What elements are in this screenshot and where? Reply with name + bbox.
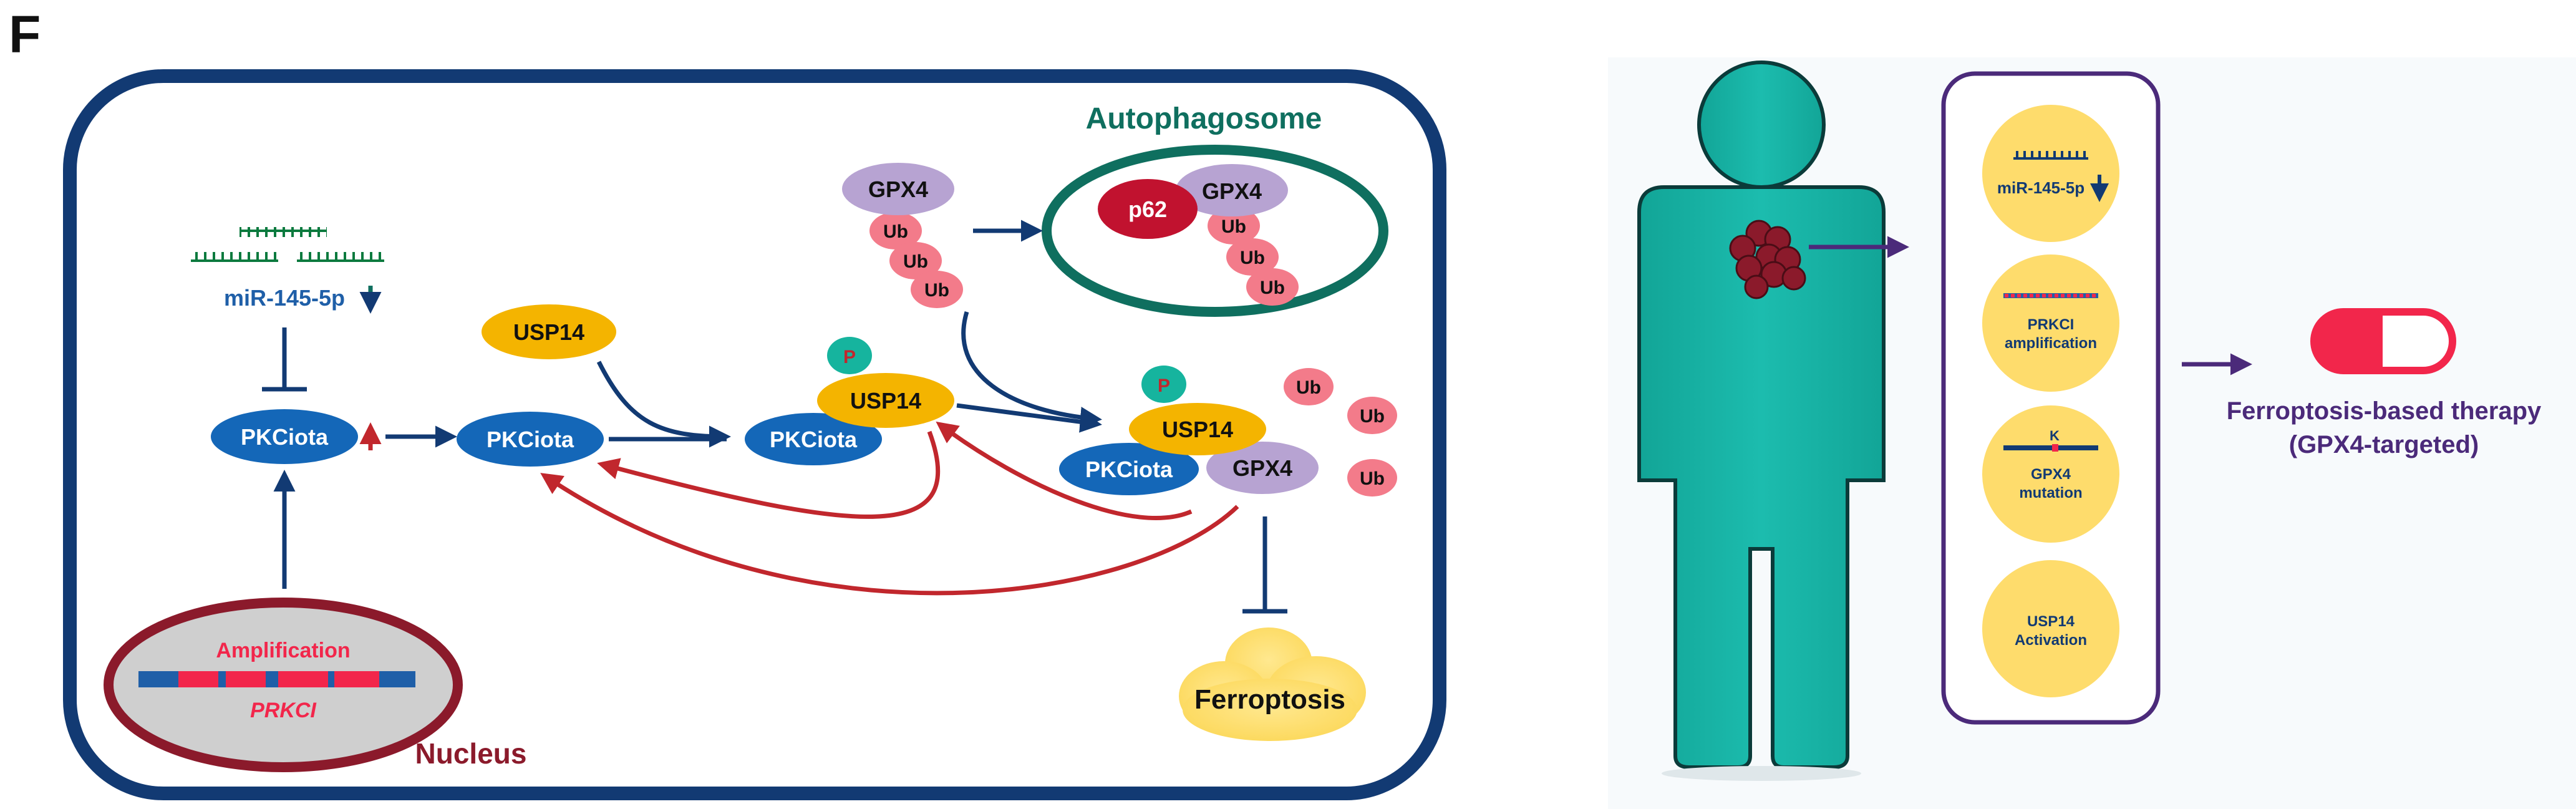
therapy-line1: Ferroptosis-based therapy bbox=[2227, 397, 2542, 425]
mutation-site-label: K bbox=[2050, 428, 2060, 443]
ferroptosis-cloud bbox=[1179, 627, 1366, 741]
therapy-line2: (GPX4-targeted) bbox=[2289, 431, 2479, 458]
svg-text:Ub: Ub bbox=[1221, 216, 1246, 237]
mirna-strand-1 bbox=[240, 227, 327, 237]
figure-shadow bbox=[1662, 766, 1861, 781]
pkciota-2 bbox=[457, 412, 604, 467]
phospho-1-label: P bbox=[843, 347, 856, 367]
biomarker-mirna-label: miR-145-5p bbox=[1997, 178, 2085, 197]
svg-text:Ub: Ub bbox=[1240, 248, 1265, 268]
svg-text:Ub: Ub bbox=[1260, 278, 1285, 298]
mirna-strand-2 bbox=[191, 252, 278, 262]
feedback-arrow-2 bbox=[936, 421, 1193, 521]
phospho-1 bbox=[827, 337, 872, 374]
nucleus-label: Nucleus bbox=[415, 737, 527, 770]
biomarker-usp14 bbox=[1982, 560, 2119, 697]
mirna-group: miR-145-5p bbox=[191, 227, 384, 314]
svg-text:Ub: Ub bbox=[1296, 377, 1321, 398]
pkciota-1 bbox=[211, 409, 358, 464]
panel-letter: F bbox=[9, 5, 41, 64]
biomarker-prkci bbox=[1982, 254, 2119, 392]
amplification-label: Amplification bbox=[216, 639, 350, 662]
gpx4-complex-label: GPX4 bbox=[1232, 455, 1292, 481]
ferroptosis-inhibition bbox=[1242, 516, 1287, 614]
mutation-site-mark bbox=[2052, 444, 2058, 452]
arrow-gpx4-recruit bbox=[961, 311, 1102, 429]
mirna-inhibition bbox=[262, 327, 307, 392]
ub-chain-autophagosome: Ub Ub Ub bbox=[1208, 207, 1299, 306]
svg-text:Ub: Ub bbox=[1360, 406, 1385, 427]
biomarker-prkci-line2: amplification bbox=[2005, 335, 2097, 352]
biomarker-prkci-line1: PRKCI bbox=[2028, 316, 2075, 333]
phospho-2 bbox=[1141, 366, 1186, 403]
svg-text:Ub: Ub bbox=[903, 251, 928, 272]
mirna-strand-3 bbox=[297, 252, 384, 262]
autophagosome: Autophagosome Ub Ub Ub GPX4 p62 bbox=[1042, 102, 1388, 317]
usp14-free bbox=[482, 304, 616, 359]
pkciota-2-label: PKCiota bbox=[487, 427, 574, 452]
biomarker-usp14-line1: USP14 bbox=[2027, 613, 2075, 630]
prkci-gene-label: PRKCI bbox=[250, 699, 317, 722]
autophagosome-label: Autophagosome bbox=[1086, 102, 1322, 135]
gpx4-ubiquitinated: Ub Ub Ub GPX4 bbox=[842, 163, 963, 308]
biomarker-gpx4 bbox=[1982, 405, 2119, 543]
usp14-complex-1-label: USP14 bbox=[850, 388, 921, 414]
pill-icon bbox=[2310, 308, 2456, 374]
pkciota-1-label: PKCiota bbox=[241, 424, 329, 450]
tumor-cluster-icon bbox=[1729, 220, 1806, 299]
usp14-free-label: USP14 bbox=[513, 319, 584, 345]
biomarker-gpx4-line1: GPX4 bbox=[2031, 466, 2071, 483]
biomarker-mirna bbox=[1982, 105, 2119, 242]
gpx4-autophagosome bbox=[1176, 164, 1288, 216]
biomarker-usp14-line2: Activation bbox=[2015, 632, 2087, 649]
arrow-complex-assembly bbox=[956, 403, 1102, 433]
pkciota-4-label: PKCiota bbox=[1085, 457, 1173, 482]
svg-text:Ub: Ub bbox=[883, 221, 908, 242]
feedback-arrow-3 bbox=[540, 473, 1239, 596]
p62-label: p62 bbox=[1128, 196, 1167, 222]
svg-text:Ub: Ub bbox=[1360, 468, 1385, 489]
usp14-complex-2-label: USP14 bbox=[1162, 417, 1233, 442]
ferroptosis-label: Ferroptosis bbox=[1194, 684, 1345, 715]
biomarker-box bbox=[1941, 71, 2161, 725]
free-ubiquitin: Ub Ub Ub bbox=[1284, 368, 1397, 497]
nucleus: Amplification PRKCI Nucleus bbox=[104, 598, 527, 772]
gpx4-gene-bar bbox=[2003, 445, 2098, 450]
mirna-label: miR-145-5p bbox=[224, 285, 345, 311]
feedback-arrow-1 bbox=[597, 430, 941, 519]
svg-text:Ub: Ub bbox=[924, 280, 949, 301]
p62 bbox=[1098, 179, 1198, 239]
human-figure bbox=[1637, 61, 1886, 769]
mirna-strand-small bbox=[2013, 151, 2088, 160]
biomarker-gpx4-line2: mutation bbox=[2019, 485, 2082, 501]
usp14-complex-1 bbox=[817, 373, 954, 428]
arrow-binding bbox=[596, 361, 731, 448]
pkciota-3-label: PKCiota bbox=[770, 427, 858, 452]
gpx4-top-label: GPX4 bbox=[868, 177, 928, 202]
usp14-complex-2 bbox=[1129, 403, 1266, 455]
pkciota-3 bbox=[745, 413, 882, 465]
phospho-2-label: P bbox=[1158, 375, 1170, 396]
pkciota-4 bbox=[1059, 443, 1199, 495]
gpx4-complex bbox=[1206, 442, 1319, 494]
gpx4-autophagosome-label: GPX4 bbox=[1202, 178, 1262, 204]
